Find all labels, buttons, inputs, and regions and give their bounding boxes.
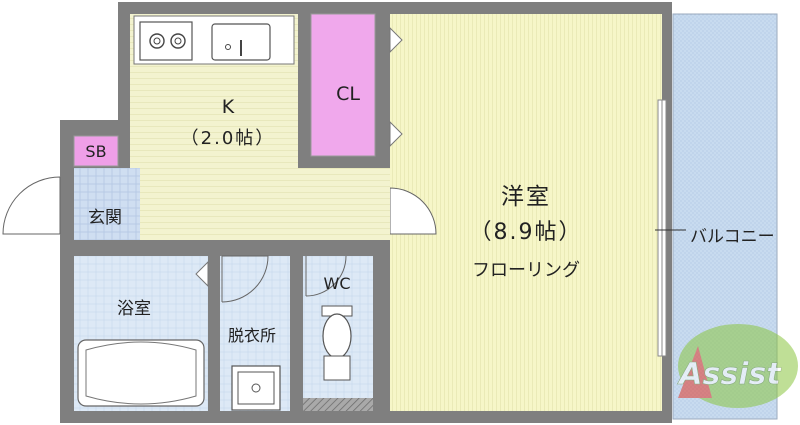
wc-vent <box>303 398 373 411</box>
western-room-area-label: （8.9帖） <box>469 220 583 245</box>
burner-left-icon <box>149 33 165 49</box>
washer-pan <box>231 365 281 411</box>
entrance-floor <box>74 168 140 240</box>
bathroom-label: 浴室 <box>117 299 151 319</box>
shoe-box-fill <box>73 135 119 167</box>
western-room-label: 洋室 <box>501 184 551 210</box>
closet-door-bottom <box>389 120 403 148</box>
entrance-door <box>2 176 61 235</box>
faucet-icon <box>225 44 231 50</box>
dressing-room-door <box>221 255 269 303</box>
western-room-floor <box>390 14 662 411</box>
dressing-room-label: 脱衣所 <box>227 326 277 345</box>
entrance-label: 玄関 <box>88 208 122 228</box>
closet-door-top <box>389 26 403 54</box>
balcony-label: バルコニー <box>690 227 775 247</box>
bath-door <box>195 260 209 288</box>
closet-fill <box>310 13 376 157</box>
wc-door <box>305 255 347 297</box>
flooring-label: フローリング <box>472 260 580 281</box>
logo-text: Assist <box>677 357 782 392</box>
toilet-label: WC <box>323 274 351 293</box>
toilet-bowl <box>322 313 352 359</box>
shoe-box-label: SB <box>85 142 107 161</box>
closet-label: CL <box>336 83 360 105</box>
hallway-floor <box>140 168 390 240</box>
burner-right-icon <box>170 33 186 49</box>
stove <box>139 21 193 61</box>
kitchen-label: K <box>221 96 235 118</box>
assist-logo-icon: Assist <box>677 324 798 408</box>
kitchen-area-label: （2.0帖） <box>180 128 276 149</box>
